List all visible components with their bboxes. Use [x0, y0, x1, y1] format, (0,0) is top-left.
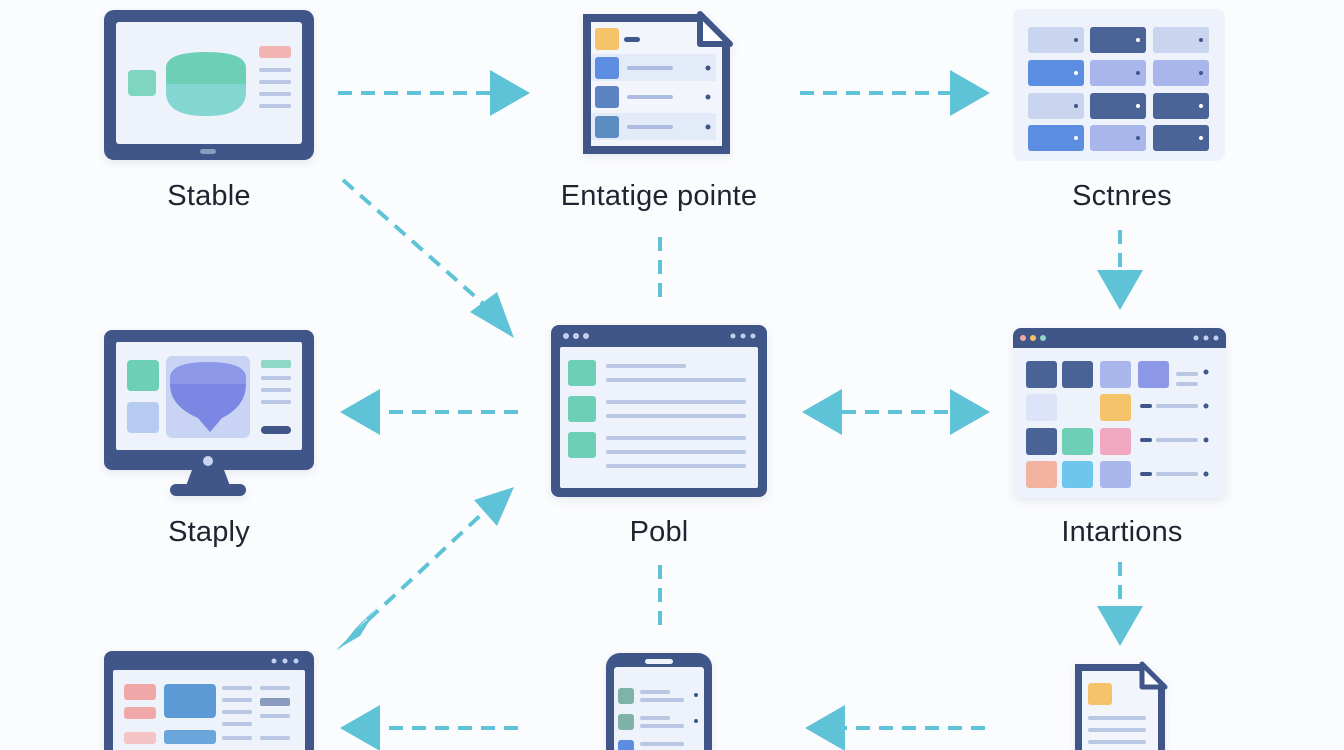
- grid-tile: [1153, 93, 1209, 119]
- document-icon: [583, 11, 733, 154]
- node-label-entatige-pointe: Entatige pointe: [560, 180, 758, 212]
- grid-tile-dot: [1074, 104, 1078, 108]
- dashboard-tile: [1026, 461, 1057, 488]
- grid-tile-dot: [1199, 136, 1203, 140]
- grid-tile: [1090, 125, 1146, 151]
- dashboard-tile: [1062, 461, 1093, 488]
- grid-tile-dot: [1074, 38, 1078, 42]
- grid-tile: [1090, 93, 1146, 119]
- grid-tile-dot: [1136, 71, 1140, 75]
- arrowhead-down: [1097, 606, 1143, 646]
- dashboard-window-icon: [1013, 328, 1226, 498]
- node-bottom-right[interactable]: [1075, 661, 1168, 750]
- grid-tile: [1090, 27, 1146, 53]
- grid-tile-dot: [1136, 136, 1140, 140]
- grid-tile: [1028, 125, 1084, 151]
- phone-icon: [606, 653, 712, 750]
- grid-tile: [1153, 60, 1209, 86]
- data-grid-icon: [1013, 9, 1225, 161]
- grid-tile-dot: [1199, 71, 1203, 75]
- grid-tile: [1028, 93, 1084, 119]
- dashboard-tile: [1100, 361, 1131, 388]
- node-pobl[interactable]: [551, 325, 767, 497]
- node-staply[interactable]: [104, 330, 314, 496]
- arrowhead-right: [950, 70, 990, 116]
- arrowhead-left: [802, 389, 842, 435]
- node-bottom-center[interactable]: [606, 653, 712, 750]
- dashboard-tile: [1100, 428, 1131, 455]
- dashboard-tile: [1062, 361, 1093, 388]
- arrowhead-down-right: [470, 292, 514, 338]
- connector-staply-pobl: [366, 510, 486, 622]
- dashboard-tile: [1062, 428, 1093, 455]
- grid-tile: [1153, 125, 1209, 151]
- grid-tile: [1090, 60, 1146, 86]
- node-entatige-pointe[interactable]: [583, 11, 733, 154]
- arrowhead-up-right: [474, 487, 514, 526]
- app-window-icon: [104, 651, 314, 750]
- node-stable[interactable]: [104, 10, 314, 160]
- node-sctnres[interactable]: [1013, 9, 1225, 161]
- arrowhead-down-left: [336, 612, 375, 650]
- arrowhead-left: [340, 705, 380, 750]
- node-label-pobl: Pobl: [629, 516, 689, 548]
- grid-tile-dot: [1199, 104, 1203, 108]
- grid-tile-dot: [1074, 71, 1078, 75]
- document-icon: [1075, 661, 1168, 750]
- arrowhead-right: [490, 70, 530, 116]
- grid-tile: [1028, 60, 1084, 86]
- dashboard-tile: [1100, 394, 1131, 421]
- node-label-staply: Staply: [168, 516, 250, 548]
- node-intartions[interactable]: [1013, 328, 1226, 498]
- arrowhead-left: [805, 705, 845, 750]
- dashboard-tile: [1026, 394, 1057, 421]
- grid-tile: [1153, 27, 1209, 53]
- dashboard-tile: [1138, 361, 1169, 388]
- node-label-stable: Stable: [167, 180, 251, 212]
- dashboard-tile: [1100, 461, 1131, 488]
- arrowhead-down: [1097, 270, 1143, 310]
- grid-tile-dot: [1136, 38, 1140, 42]
- node-label-intartions: Intartions: [1061, 516, 1183, 548]
- dashboard-tile: [1026, 428, 1057, 455]
- arrowhead-left: [340, 389, 380, 435]
- browser-window-icon: [551, 325, 767, 497]
- connector-stable-to-pobl: [341, 178, 489, 309]
- grid-tile-dot: [1136, 104, 1140, 108]
- desktop-monitor-icon: [104, 330, 314, 496]
- laptop-icon: [104, 10, 314, 160]
- node-bottom-left[interactable]: [104, 651, 314, 750]
- grid-tile-dot: [1074, 136, 1078, 140]
- grid-tile: [1028, 27, 1084, 53]
- dashboard-tile: [1026, 361, 1057, 388]
- node-label-sctnres: Sctnres: [1072, 180, 1172, 212]
- grid-tile-dot: [1199, 38, 1203, 42]
- arrowhead-right: [950, 389, 990, 435]
